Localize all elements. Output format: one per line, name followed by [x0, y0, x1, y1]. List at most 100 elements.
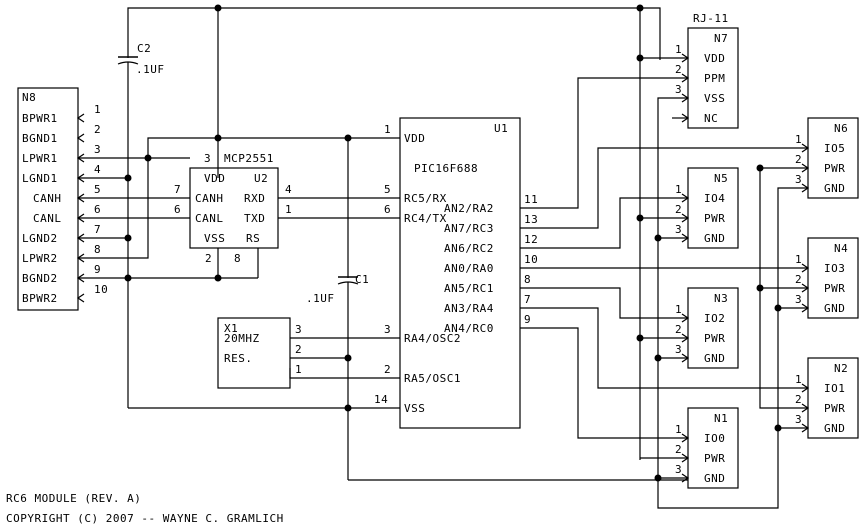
n2-ref: N2: [834, 362, 848, 375]
u2-pin3-num: 3: [204, 152, 211, 165]
u2-vdd: VDD: [204, 172, 225, 185]
n4-pin-1: 1: [795, 253, 802, 266]
n5-pin-2: 2: [675, 203, 682, 216]
n1-box: [687, 407, 739, 489]
u1-pin-an3: 7: [524, 293, 531, 306]
u1-vdd: VDD: [404, 132, 425, 145]
n7-label-nc: NC: [704, 112, 718, 125]
n8-pin-7: 7: [94, 223, 101, 236]
u1-osc2: RA4/OSC2: [404, 332, 461, 345]
junction-dot: [636, 4, 644, 12]
u1-rx: RC5/RX: [404, 192, 447, 205]
n4-label-pwr: PWR: [824, 282, 845, 295]
io2-wire: [520, 287, 688, 319]
u1-box: [399, 117, 521, 429]
u1-label-an2: AN2/RA2: [444, 202, 494, 215]
n5-box: [687, 167, 739, 249]
u2-canl: CANL: [195, 212, 224, 225]
n8-label-1: BPWR1: [22, 112, 58, 125]
n1-label-pwr: PWR: [704, 452, 725, 465]
u1-pin-an5: 8: [524, 273, 531, 286]
n8-label-3: LPWR1: [22, 152, 58, 165]
n3-ref: N3: [714, 292, 728, 305]
u2-vss: VSS: [204, 232, 225, 245]
n8-ref: N8: [22, 91, 36, 104]
junction-dot: [654, 474, 662, 482]
n7-pin-2: 2: [675, 63, 682, 76]
u2-box: [189, 167, 279, 249]
n7-label-vdd: VDD: [704, 52, 725, 65]
junction-dot: [124, 274, 132, 282]
gnd-bus-right: [777, 187, 808, 428]
u1-tx: RC4/TX: [404, 212, 447, 225]
c2-ref: C2: [137, 42, 151, 55]
n8-pin-10: 10: [94, 283, 108, 296]
u2-ref: U2: [254, 172, 268, 185]
u2-pin1-num: 1: [285, 203, 292, 216]
u2-rxd: RXD: [244, 192, 265, 205]
connector-n3: N3 IO2 PWR GND 1 2 3: [675, 287, 739, 369]
n2-label-pwr: PWR: [824, 402, 845, 415]
n7-label-ppm: PPM: [704, 72, 725, 85]
u1-pin-an6: 12: [524, 233, 538, 246]
n1-pin-3: 3: [675, 463, 682, 476]
wires: [78, 7, 808, 509]
u1-label-an4: AN4/RC0: [444, 322, 494, 335]
chip-u1: U1 VDD 1 PIC16F688 RC5/RX 5 RC4/TX 6 RA4…: [374, 117, 538, 429]
junction-dot: [636, 54, 644, 62]
u1-osc1: RA5/OSC1: [404, 372, 461, 385]
junction-dot: [654, 234, 662, 242]
n6-pin-2: 2: [795, 153, 802, 166]
n8-pin-4: 4: [94, 163, 101, 176]
junction-dot: [344, 354, 352, 362]
u1-vdd-pin: 1: [384, 123, 391, 136]
n6-label-io: IO5: [824, 142, 845, 155]
io5-wire: [520, 147, 808, 229]
u1-label-an0: AN0/RA0: [444, 262, 494, 275]
n1-pin-1: 1: [675, 423, 682, 436]
n6-label-pwr: PWR: [824, 162, 845, 175]
u2-part: MCP2551: [224, 152, 274, 165]
n7-pin-3: 3: [675, 83, 682, 96]
n2-label-io: IO1: [824, 382, 845, 395]
x1-value: 20MHZ: [224, 332, 260, 345]
n8-pin-6: 6: [94, 203, 101, 216]
n5-label-gnd: GND: [704, 232, 725, 245]
n8-pin-2: 2: [94, 123, 101, 136]
u1-osc1-pin: 2: [384, 363, 391, 376]
n8-pin-8: 8: [94, 243, 101, 256]
u1-pin-an7: 13: [524, 213, 538, 226]
n6-ref: N6: [834, 122, 848, 135]
junction-dot: [774, 424, 782, 432]
u2-pin7-num: 7: [174, 183, 181, 196]
u2-pin2-num: 2: [205, 252, 212, 265]
n2-label-gnd: GND: [824, 422, 845, 435]
connector-n6: N6 IO5 PWR GND 1 2 3: [795, 117, 859, 199]
n2-pin-3: 3: [795, 413, 802, 426]
n8-pin-1: 1: [94, 103, 101, 116]
n2-pin-2: 2: [795, 393, 802, 406]
x1-type: RES.: [224, 352, 253, 365]
n2-pin-1: 1: [795, 373, 802, 386]
n5-pin-3: 3: [675, 223, 682, 236]
x1-pin1: 1: [295, 363, 302, 376]
n8-label-10: BPWR2: [22, 292, 58, 305]
footer-title: RC6 MODULE (REV. A): [6, 492, 141, 505]
c2-value: .1UF: [136, 63, 165, 76]
c1-ref: C1: [355, 273, 369, 286]
n4-pin-2: 2: [795, 273, 802, 286]
junction-dot: [774, 304, 782, 312]
n7-label-vss: VSS: [704, 92, 725, 105]
u1-vss-pin: 14: [374, 393, 388, 406]
junction-dot: [214, 4, 222, 12]
u2-pin4-num: 4: [285, 183, 292, 196]
u2-txd: TXD: [244, 212, 265, 225]
footer-copyright: COPYRIGHT (C) 2007 -- WAYNE C. GRAMLICH: [6, 512, 284, 525]
n4-box: [807, 237, 859, 319]
x1-ref: X1: [224, 322, 238, 335]
n2-box: [807, 357, 859, 439]
c2-plate-bottom: [117, 61, 139, 65]
n5-label-pwr: PWR: [704, 212, 725, 225]
junction-dot: [124, 234, 132, 242]
connector-n4: N4 IO3 PWR GND 1 2 3: [795, 237, 859, 319]
